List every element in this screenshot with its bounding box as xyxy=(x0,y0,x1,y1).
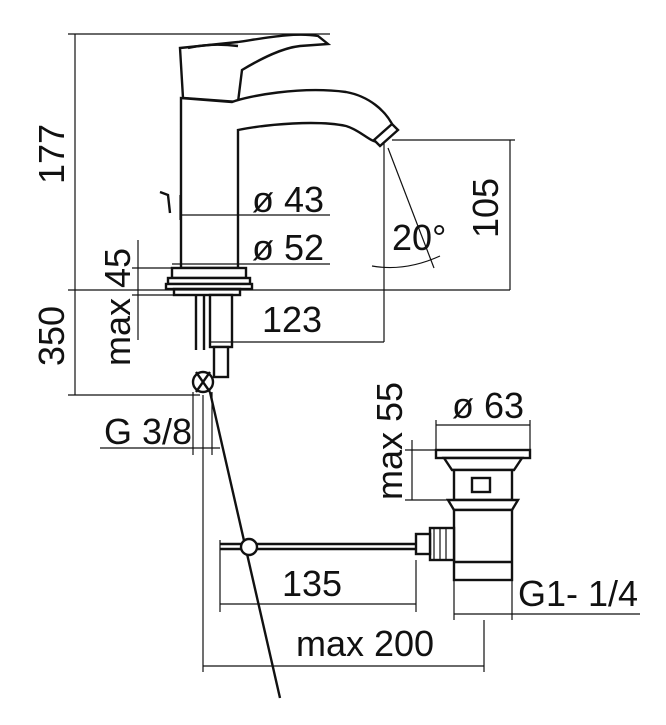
dim-diam43-label: ø 43 xyxy=(252,179,324,220)
shank xyxy=(208,293,234,349)
dim-max55-label: max 55 xyxy=(369,382,410,500)
dim-g114-label: G1- 1/4 xyxy=(518,573,638,614)
popup-lever xyxy=(159,190,172,214)
drain-body xyxy=(452,508,514,582)
dim-max45-label: max 45 xyxy=(97,248,138,366)
faucet-handle xyxy=(178,33,332,104)
dim-max200-label: max 200 xyxy=(296,623,434,664)
faucet-body xyxy=(159,33,400,699)
dim-105-label: 105 xyxy=(465,178,506,238)
dim-135-label: 135 xyxy=(282,563,342,604)
dim-diam52-label: ø 52 xyxy=(252,227,324,268)
dimension-lines xyxy=(68,33,640,672)
base-ring xyxy=(170,266,248,280)
waste-assembly xyxy=(220,448,532,582)
aerator xyxy=(372,122,400,148)
dim-angle-label: 20° xyxy=(392,217,446,258)
flex-hose xyxy=(194,295,206,350)
dim-diam63-label: ø 63 xyxy=(452,385,524,426)
rod-joint xyxy=(239,537,259,557)
dim-g38-label: G 3/8 xyxy=(104,411,192,452)
dim-350-label: 350 xyxy=(31,306,72,366)
dim-177-label: 177 xyxy=(31,124,72,184)
dim-123-label: 123 xyxy=(262,299,322,340)
